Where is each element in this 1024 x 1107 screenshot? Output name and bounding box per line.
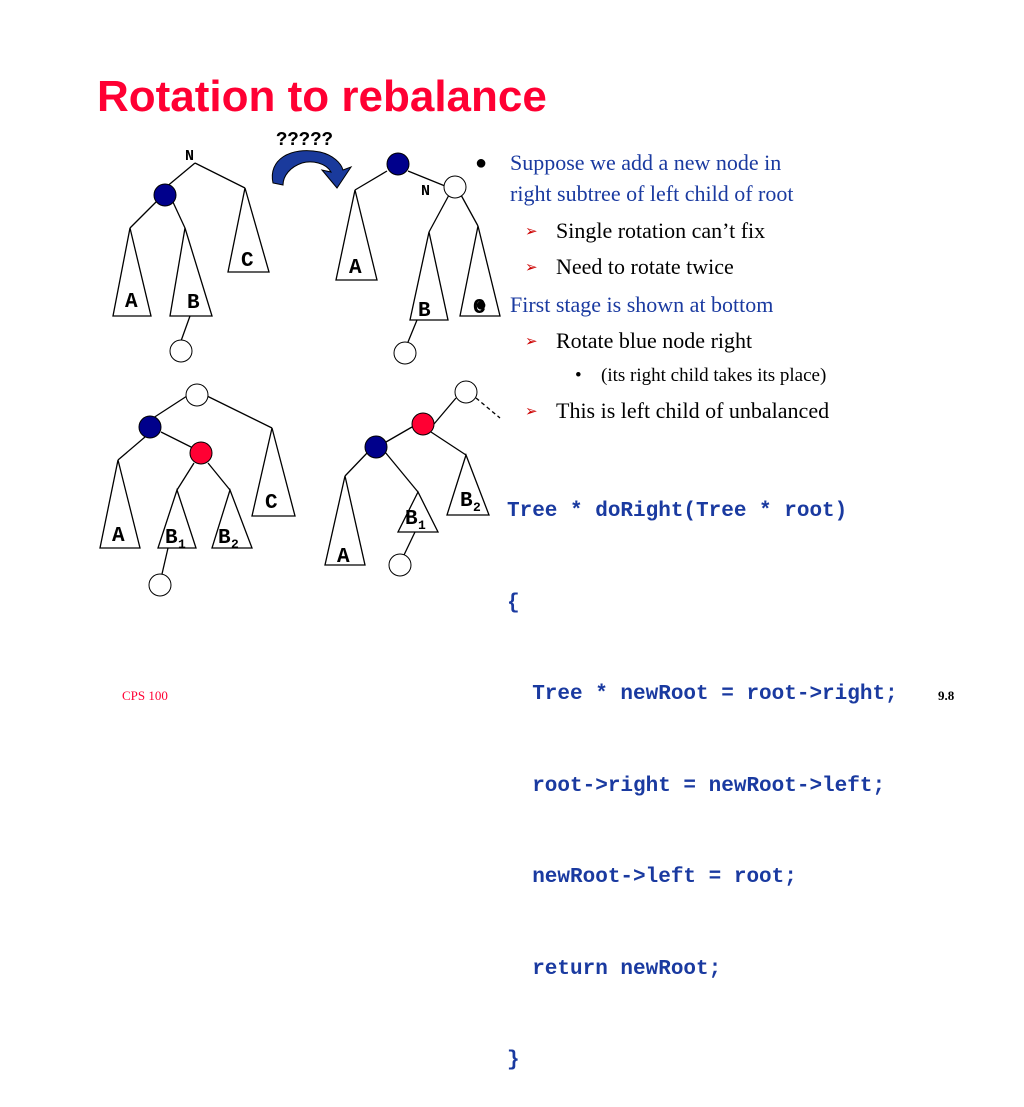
code-line: newRoot->left = root; [507, 866, 797, 889]
subtree-a [112, 227, 152, 317]
bottom-left-tree [99, 395, 296, 575]
subtree-b2 [446, 453, 490, 516]
subtree-b1 [396, 490, 440, 533]
top-left-tree [112, 162, 270, 342]
rotation-arrow-label: ????? [276, 129, 333, 151]
subtree-b [169, 227, 213, 317]
white-node [185, 383, 209, 407]
rotation-diagram: N A B C ????? N A B C A B 1 B 2 [99, 129, 501, 597]
arrow-bullet-icon: ➢ [525, 334, 538, 350]
label-a: A [337, 546, 350, 569]
label-b1: B [405, 508, 418, 531]
root-label: N [185, 148, 194, 165]
code-line: return newRoot; [507, 957, 722, 981]
label-a: A [112, 525, 125, 548]
arrow-bullet-icon: ➢ [525, 404, 538, 420]
bullet-text: This is left child of unbalanced [556, 398, 830, 423]
code-line: Tree * doRight(Tree * root) [507, 500, 848, 523]
label-b1: B [165, 527, 178, 550]
blue-node [364, 435, 388, 459]
label-b2: B [460, 490, 473, 513]
bottom-right-tree [324, 397, 501, 566]
node-label: N [421, 183, 430, 200]
subtree-b [409, 231, 449, 321]
bullet-text: Suppose we add a new node in [510, 150, 782, 175]
label-c: C [473, 297, 486, 320]
new-node [148, 573, 172, 597]
label-b1-sub: 1 [178, 537, 186, 552]
label-c: C [265, 492, 278, 515]
label-b1-sub: 1 [418, 518, 426, 533]
bullet-text: First stage is shown at bottom [510, 292, 774, 317]
bullet-text: Single rotation can’t fix [556, 218, 766, 243]
top-right-tree [335, 170, 501, 343]
arrow-bullet-icon: ➢ [525, 224, 538, 240]
subtree-a [324, 475, 366, 566]
subtree-b1 [157, 487, 197, 549]
subtree-a [99, 459, 141, 549]
label-b: B [418, 300, 431, 323]
code-line: { [507, 591, 520, 615]
code-block: Tree * doRight(Tree * root) { Tree * new… [507, 436, 898, 1107]
white-node [454, 380, 478, 404]
blue-node [153, 183, 177, 207]
new-node [388, 553, 412, 577]
bullet-text: Rotate blue node right [556, 328, 753, 353]
label-b2-sub: 2 [231, 537, 239, 552]
footer-course: CPS 100 [122, 688, 168, 703]
label-b2: B [218, 527, 231, 550]
curved-arrow-icon [271, 150, 353, 189]
arrow-bullet-icon: ➢ [525, 260, 538, 276]
code-line: root->right = newRoot->left; [507, 774, 886, 798]
label-b: B [187, 292, 200, 315]
label-c: C [241, 250, 254, 273]
bullet-text: Need to rotate twice [556, 254, 734, 279]
label-b2-sub: 2 [473, 500, 481, 515]
red-node [189, 441, 213, 465]
footer-page-number: 9.8 [938, 688, 955, 703]
red-node [411, 412, 435, 436]
bullet-dot-icon: ● [475, 294, 488, 316]
small-dot-icon: • [575, 365, 582, 386]
code-line: Tree * newRoot = root->right; [507, 683, 898, 706]
blue-node [386, 152, 410, 176]
new-node [393, 341, 417, 365]
code-line: } [507, 1049, 520, 1072]
bullet-text: (its right child takes its place) [601, 365, 827, 386]
subtree-c [251, 427, 296, 517]
new-node [169, 339, 193, 363]
label-a: A [125, 291, 138, 314]
slide-title: Rotation to rebalance [97, 72, 547, 121]
subtree-b2 [211, 488, 253, 549]
subtree-c [227, 187, 270, 273]
subtree-c [459, 225, 501, 317]
bullet-text: right subtree of left child of root [510, 181, 794, 206]
bullet-dot-icon: ● [475, 152, 488, 174]
subtree-a [335, 189, 378, 281]
white-node [443, 175, 467, 199]
blue-node [138, 415, 162, 439]
label-a: A [349, 257, 362, 280]
